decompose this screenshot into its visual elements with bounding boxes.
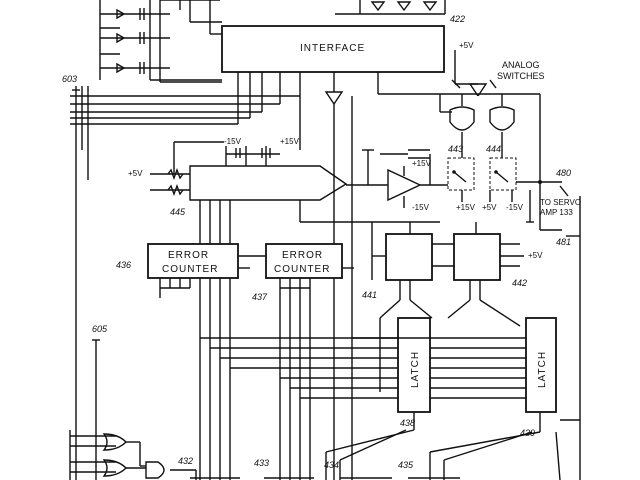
interface-label: INTERFACE xyxy=(300,43,365,54)
ref-435: 435 xyxy=(398,460,414,470)
interface-input-wires xyxy=(150,0,222,83)
error-counter-437 xyxy=(265,243,343,279)
error-counter-436-line2: COUNTER xyxy=(162,264,218,275)
left-bus xyxy=(70,72,301,480)
logic-gates xyxy=(69,339,197,480)
supply-m15v-dac: -15V xyxy=(224,137,242,146)
ref-481: 481 xyxy=(556,237,571,247)
latch-439-label: LATCH xyxy=(537,351,548,388)
error-counter-437-line2: COUNTER xyxy=(274,264,330,275)
supply-5v-latchctl: +5V xyxy=(528,251,543,260)
error-counter-436 xyxy=(147,243,239,279)
analog-switch-control xyxy=(377,46,541,180)
supply-15v-dac: +15V xyxy=(280,137,300,146)
bottom-fanout xyxy=(325,412,561,480)
ref-603: 603 xyxy=(62,74,77,84)
controller-441 xyxy=(385,233,433,281)
opamp-stage xyxy=(346,149,448,208)
ref-605: 605 xyxy=(92,324,108,334)
buffer-symbol xyxy=(324,91,344,106)
ref-445: 445 xyxy=(170,207,186,217)
ref-443: 443 xyxy=(448,144,463,154)
diode-capacitor-array xyxy=(99,0,181,82)
servo-output xyxy=(516,179,569,235)
to-servo-line1: TO SERVO xyxy=(540,198,581,207)
error-counter-436-line1: ERROR xyxy=(168,250,209,261)
ref-442: 442 xyxy=(512,278,527,288)
supply-5v-analog: +5V xyxy=(459,41,474,50)
supply-15v-opamp: +15V xyxy=(412,159,432,168)
interface-block xyxy=(221,25,445,73)
ref-432: 432 xyxy=(178,456,193,466)
supply-5v-dac: +5V xyxy=(128,169,143,178)
right-rail xyxy=(560,196,581,480)
switch-443 xyxy=(447,157,475,191)
ref-434: 434 xyxy=(324,460,339,470)
counter-pins xyxy=(159,255,354,289)
latch-438 xyxy=(397,317,431,413)
ref-433: 433 xyxy=(254,458,269,468)
controller-wires xyxy=(371,222,524,392)
controller-442 xyxy=(453,233,501,281)
latch-bus xyxy=(159,288,526,480)
analog-switches-line2: SWITCHES xyxy=(497,71,545,81)
switch-444 xyxy=(489,157,517,191)
supply-5v-switch: +5V xyxy=(482,203,497,212)
ref-438: 438 xyxy=(400,418,415,428)
ref-422: 422 xyxy=(450,14,465,24)
ref-444: 444 xyxy=(486,144,501,154)
supply-15v-switch: +15V xyxy=(456,203,476,212)
latch-438-label: LATCH xyxy=(410,351,421,388)
error-counter-437-line1: ERROR xyxy=(282,250,323,261)
ref-437: 437 xyxy=(252,292,268,302)
to-servo-line2: AMP 133 xyxy=(540,208,573,217)
converter-445 xyxy=(146,141,348,201)
ref-480: 480 xyxy=(556,168,571,178)
latch-439 xyxy=(525,317,557,413)
ref-441: 441 xyxy=(362,290,377,300)
supply-m15v-switch: -15V xyxy=(506,203,524,212)
ref-436: 436 xyxy=(116,260,131,270)
analog-switches-line1: ANALOG xyxy=(502,60,540,70)
top-drivers xyxy=(335,0,446,15)
supply-m15v-opamp: -15V xyxy=(412,203,430,212)
vertical-bus xyxy=(199,96,440,480)
